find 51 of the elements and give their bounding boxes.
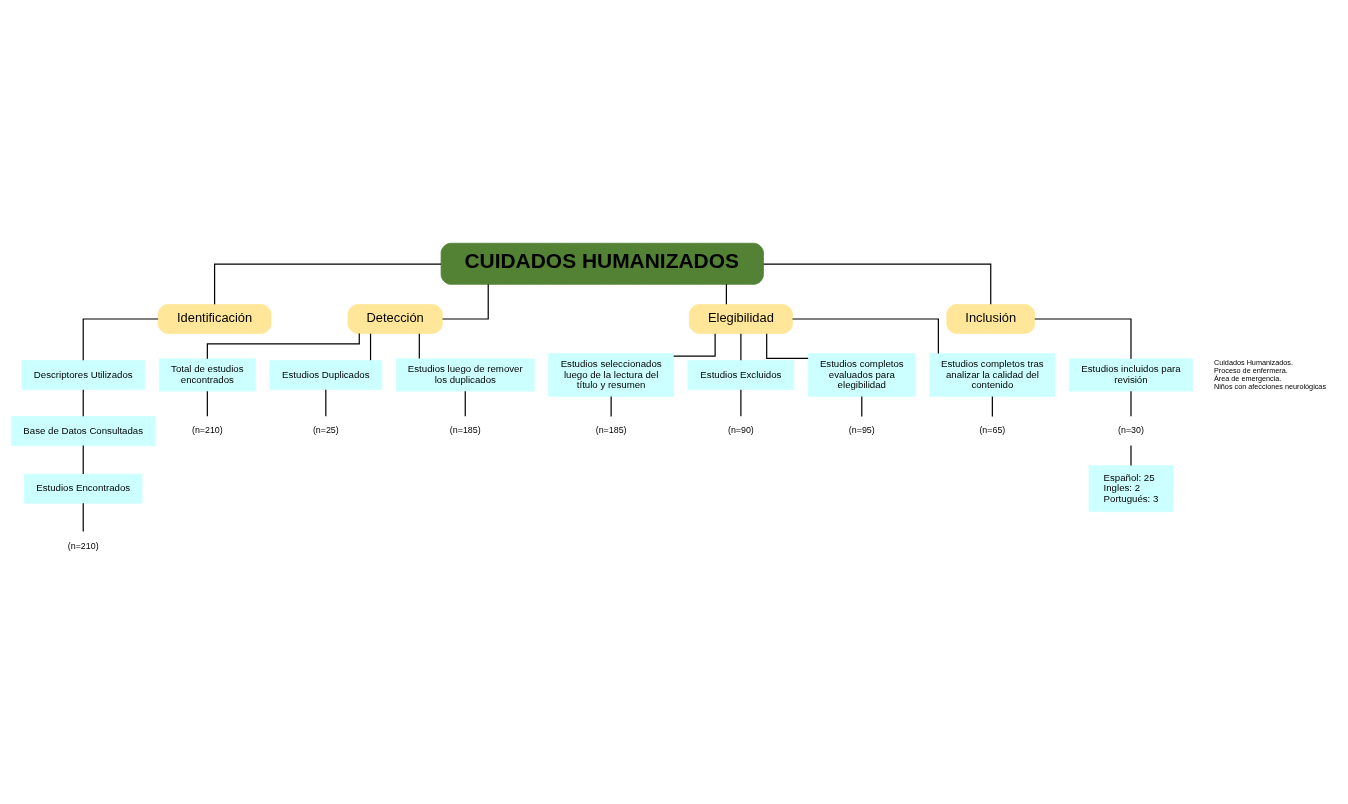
node-text: (n=185)	[449, 425, 481, 436]
node-text: (n=210)	[191, 425, 223, 436]
node-box: Base de Datos Consultadas	[11, 416, 156, 446]
connector	[418, 333, 420, 360]
connector	[740, 333, 742, 361]
connector	[82, 389, 84, 417]
connector	[791, 318, 939, 355]
node-text: (n=185)	[595, 425, 627, 436]
node-text: (n=65)	[979, 425, 1006, 436]
node-label: Área de emergencia.	[1214, 373, 1282, 383]
node-box: CUIDADOS HUMANIZADOS	[440, 242, 764, 285]
node-box: Inclusión	[946, 304, 1036, 334]
node-label: Niños con afecciones neurológicas	[1214, 381, 1327, 391]
connector	[369, 333, 372, 361]
connector	[82, 444, 84, 475]
node-text: (n=25)	[312, 425, 339, 436]
connector	[766, 333, 809, 360]
node-label: Cuidados Humanizados.	[1214, 357, 1293, 367]
connector	[214, 263, 442, 305]
node-box: Estudios Encontrados	[24, 473, 143, 504]
node-box: Elegibilidad	[688, 304, 793, 334]
node-box: Estudios incluidos para revisión	[1068, 358, 1194, 392]
node-box: Descriptores Utilizados	[21, 360, 145, 390]
connector	[1034, 318, 1132, 360]
connector	[740, 389, 742, 417]
node-text: (n=210)	[67, 540, 99, 551]
node-box: Detección	[347, 304, 443, 334]
connector	[82, 318, 159, 361]
node-text: (n=95)	[848, 425, 875, 436]
node-box: Estudios completos tras analizar la calidad del contenido	[929, 353, 1056, 397]
node-text: (n=30)	[1118, 425, 1144, 436]
node-box: Total de estudios encontrados	[159, 358, 256, 392]
node-box: Español: 25 Ingles: 2 Portugués: 3	[1088, 465, 1174, 512]
connector	[763, 263, 992, 305]
node-box: Estudios luego de remover los duplicados	[395, 358, 535, 392]
connector	[861, 395, 863, 418]
node-box: Identificación	[157, 304, 272, 334]
connector	[991, 395, 993, 418]
node-box: Estudios seleccionados luego de la lectura del título y resumen	[548, 353, 674, 397]
node-box: Estudios completos evaluados para elegibilidad	[807, 353, 916, 397]
connector	[325, 389, 327, 417]
connector	[725, 283, 727, 305]
connector	[464, 390, 466, 417]
node-box: Estudios Duplicados	[269, 360, 383, 390]
connector	[441, 283, 489, 320]
node-text: (n=90)	[727, 425, 754, 436]
connector	[610, 395, 612, 418]
connector	[206, 390, 208, 417]
node-box: Estudios Excluidos	[687, 360, 795, 390]
connector	[82, 502, 84, 533]
connector	[673, 333, 716, 357]
